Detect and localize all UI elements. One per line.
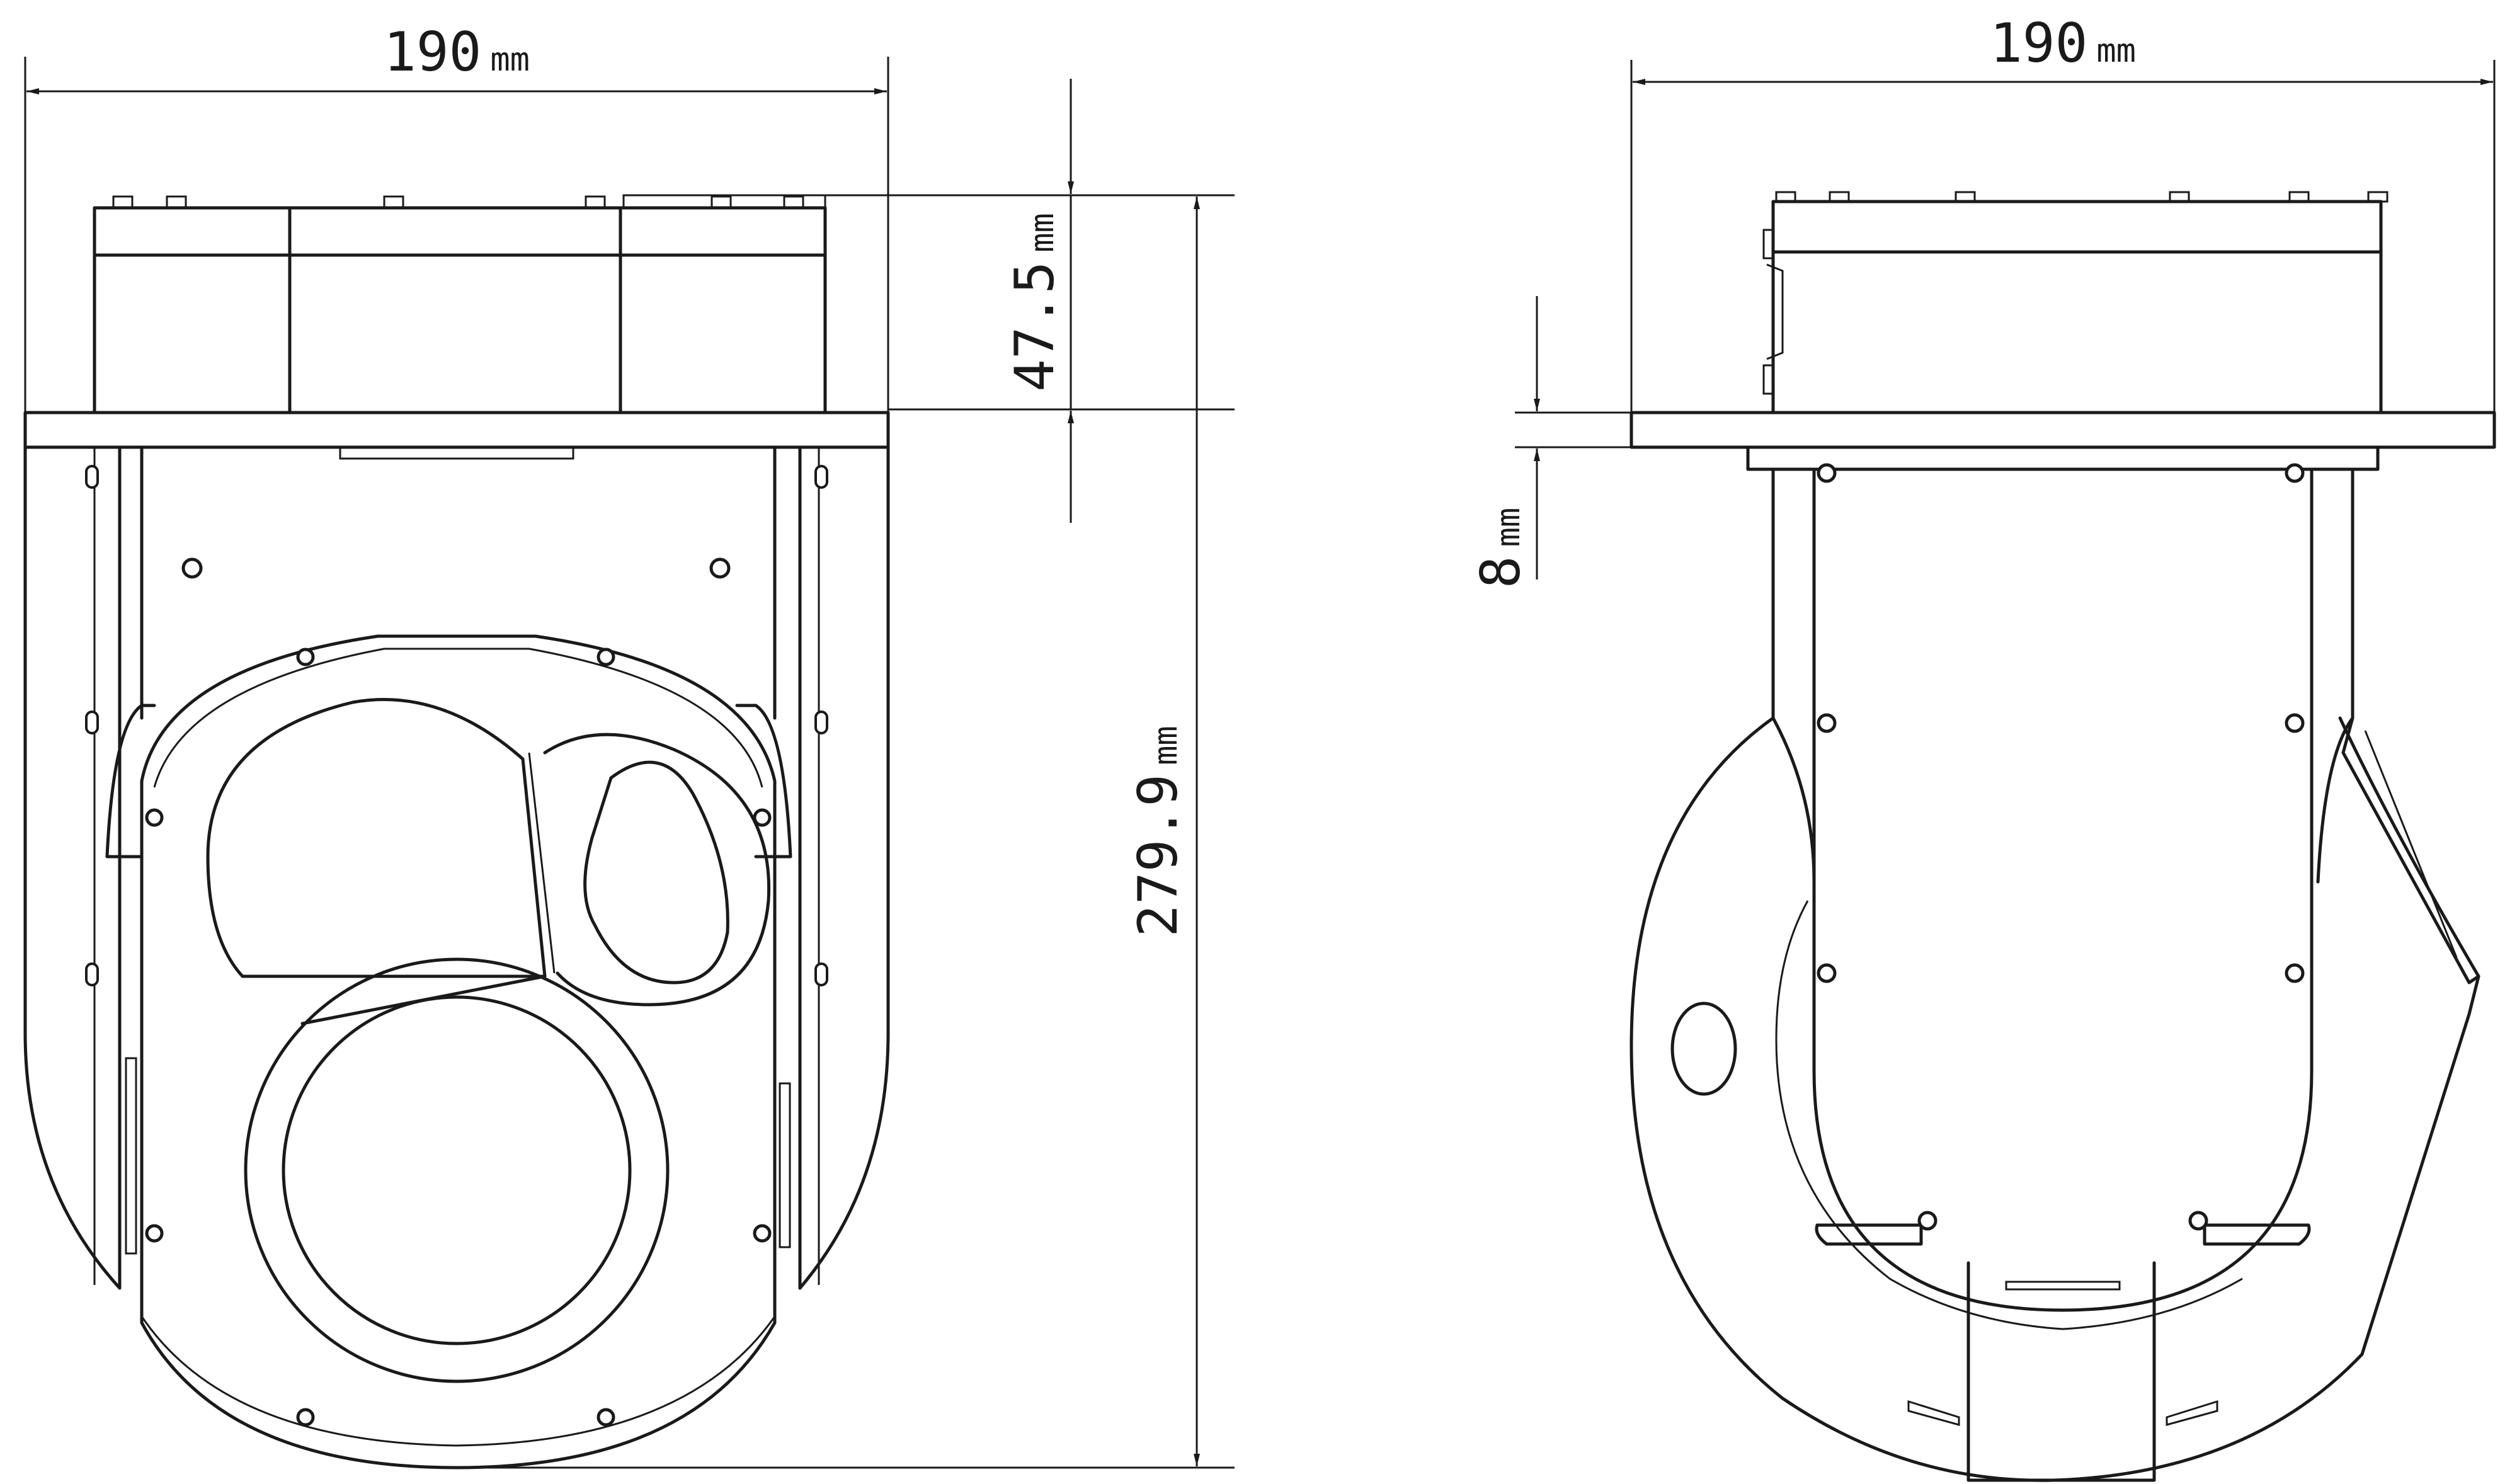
plate-thickness-unit: mm — [1490, 508, 1527, 547]
total-height-unit: mm — [1147, 726, 1185, 765]
front-yoke-housing — [23, 445, 890, 1290]
front-mounting-plate — [23, 411, 890, 449]
side-view — [1629, 191, 2496, 1482]
svg-text:279.9mm: 279.9 mm — [1127, 726, 1190, 937]
front-window-laser — [583, 760, 729, 985]
side-width-unit: mm — [2096, 32, 2136, 70]
svg-text:8mm: 8 mm — [1470, 508, 1532, 588]
plate-height-value: 47.5 — [1003, 261, 1066, 392]
front-head-screws — [145, 648, 772, 1427]
front-width-value: 190 — [384, 21, 481, 84]
side-camera-head — [1629, 716, 2480, 1482]
side-width-value: 190 — [1990, 12, 2087, 75]
side-top-module — [1762, 191, 2389, 414]
side-thickness-dimension: 8 mm — [1470, 296, 1631, 588]
side-mounting-plate — [1629, 411, 2496, 449]
plate-thickness-value: 8 — [1470, 556, 1532, 588]
front-camera-head — [140, 634, 777, 1470]
front-plate-dimension: 47.5 mm — [825, 79, 1235, 523]
front-height-dimension: 279.9 mm — [457, 197, 1235, 1469]
side-yoke-screws — [1817, 463, 2305, 1231]
svg-text:47.5mm: 47.5 mm — [1003, 213, 1066, 392]
total-height-value: 279.9 — [1127, 774, 1190, 937]
side-yoke-arm — [1771, 467, 2354, 884]
front-width-unit: mm — [490, 41, 530, 79]
front-window-zoom-outer — [244, 957, 670, 1383]
front-window-thermal — [206, 698, 547, 978]
side-port — [1670, 1002, 1737, 1096]
plate-height-unit: mm — [1024, 213, 1061, 253]
front-window-zoom-lens — [282, 995, 632, 1345]
front-top-module — [93, 194, 827, 414]
front-view — [23, 194, 890, 1470]
front-yoke-slots — [85, 465, 828, 986]
